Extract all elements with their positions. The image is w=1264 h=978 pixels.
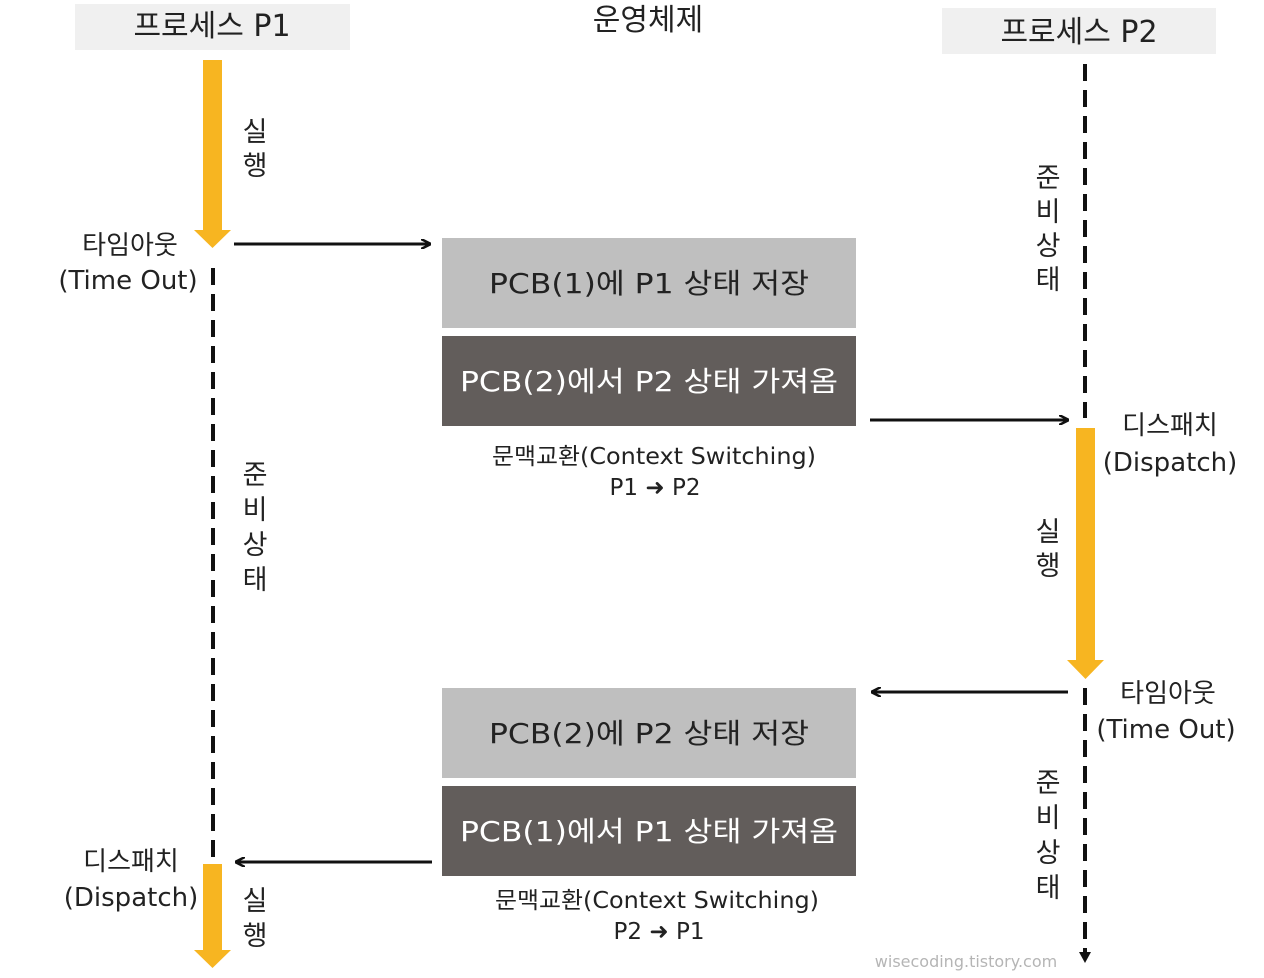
p2-timeout-label-1: 타임아웃 [1120,679,1216,709]
p1-ready-label-4: 태 [243,565,268,596]
pcb1-save-box [442,238,856,328]
pcb2-load-box [442,336,856,426]
p2-ready2-label-4: 태 [1036,873,1061,904]
p2-dispatch-label-1: 디스패치 [1122,411,1218,441]
p2-ready2-label-1: 준 [1036,768,1061,799]
p2-run-arrow-shaft [1076,428,1095,662]
p1-ready-label-2: 비 [243,495,268,526]
p2-ready2-line-arrowhead [1079,952,1091,963]
pcb1-save-text: PCB(1)에 P1 상태 저장 [489,267,809,300]
p1-run-arrow-head [194,230,231,248]
p2-ready-label-4: 태 [1036,265,1061,296]
p2-ready-label-1: 준 [1036,163,1061,194]
p2-header-title: 프로세스 P2 [1000,15,1157,50]
watermark: wisecoding.tistory.com [875,952,1057,971]
p1-timeout-label-2: (Time Out) [58,266,197,296]
p2-run-label-2: 행 [1036,551,1061,582]
p1-run2-arrow-head [194,950,231,968]
p2-ready2-label-3: 상 [1036,838,1061,869]
p2-ready-label-2: 비 [1036,197,1061,228]
os-header-title: 운영체제 [593,3,703,38]
switch2-caption: 문맥교환(Context Switching) [495,888,819,914]
p2-timeout-label-2: (Time Out) [1096,715,1235,745]
p1-ready-label-3: 상 [243,530,268,561]
p1-dispatch-label-2: (Dispatch) [64,883,198,913]
p1-run2-arrow-shaft [203,864,222,952]
pcb1-load-text: PCB(1)에서 P1 상태 가져옴 [460,815,838,848]
p1-header-box [75,4,350,50]
p1-run-label-1: 실 [243,117,268,148]
p2-run-label-1: 실 [1036,517,1061,548]
p1-dispatch-label-1: 디스패치 [83,847,179,877]
p1-timeout-label-1: 타임아웃 [82,231,178,261]
p1-run-label-2: 행 [243,151,268,182]
switch1-direction: P1 ➜ P2 [610,475,701,501]
switch1-caption: 문맥교환(Context Switching) [492,444,816,470]
p2-run-arrow-head [1067,660,1104,679]
pcb2-load-text: PCB(2)에서 P2 상태 가져옴 [460,365,838,398]
p2-ready2-label-2: 비 [1036,803,1061,834]
p2-ready-label-3: 상 [1036,231,1061,262]
pcb1-load-box [442,786,856,876]
p1-run-arrow-shaft [203,60,222,232]
p2-header-box [942,8,1216,54]
p1-run2-label-1: 실 [243,886,268,917]
p1-header-title: 프로세스 P1 [133,9,290,44]
p2-dispatch-label-2: (Dispatch) [1103,448,1237,478]
pcb2-save-box [442,688,856,778]
p1-run2-label-2: 행 [243,921,268,952]
pcb2-save-text: PCB(2)에 P2 상태 저장 [489,717,809,750]
p1-ready-label-1: 준 [243,460,268,491]
switch2-direction: P2 ➜ P1 [614,919,705,945]
